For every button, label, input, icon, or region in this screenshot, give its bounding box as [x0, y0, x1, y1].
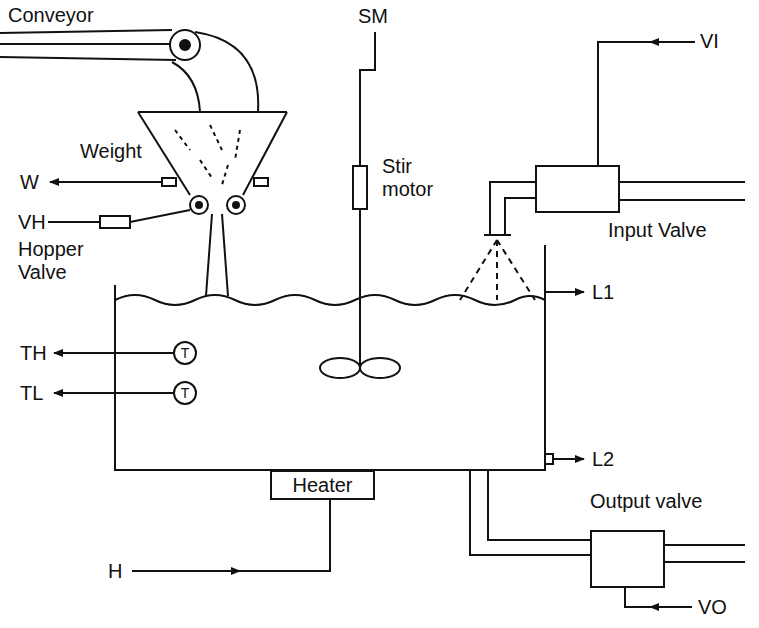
valve-actuator: [100, 216, 130, 228]
signal-label: H: [108, 560, 122, 583]
stir-motor: Stir motor: [352, 165, 368, 210]
node-label: Stir motor: [382, 155, 442, 201]
weight-sensor: [162, 178, 176, 186]
signal-line: [553, 458, 584, 460]
tank: [115, 245, 545, 470]
temp-sensor: [174, 342, 196, 364]
output-pipe: [665, 545, 745, 562]
signal-label: L2: [592, 448, 614, 471]
weight-sensor: [254, 178, 268, 186]
conveyor-roller: [170, 30, 200, 60]
signal-line: [54, 352, 174, 354]
node-label: Output valve: [590, 490, 702, 513]
signal-label: Hopper Valve: [18, 238, 93, 284]
signal-label: VO: [698, 596, 727, 619]
signal-line: [545, 291, 584, 293]
heater-box: Heater: [270, 470, 375, 500]
signal-arrow: [650, 606, 692, 608]
hopper-valve-roller: [190, 196, 208, 214]
sensor-symbol-text: T: [181, 385, 190, 401]
roller-hub: [180, 40, 190, 50]
heater-wire: [132, 500, 330, 571]
input-pipe: [620, 182, 745, 200]
signal-line: [625, 588, 692, 607]
node-label: Input Valve: [608, 219, 707, 242]
input-pipe: [484, 182, 535, 235]
hopper-valve-roller: [227, 196, 245, 214]
signal-label: SM: [358, 5, 388, 28]
signal-label: W: [20, 171, 39, 194]
conveyor-belt: [0, 30, 176, 60]
material: [175, 125, 240, 185]
input-valve: Input Valve: [535, 165, 620, 213]
signal-label: TH: [20, 342, 47, 365]
chute: [172, 32, 258, 112]
signal-label: TL: [20, 382, 43, 405]
propeller: [360, 358, 400, 378]
signal-label: VI: [700, 30, 719, 53]
signal-label: Conveyor: [8, 4, 94, 27]
falling-material: [206, 214, 228, 296]
signal-line: [598, 42, 695, 165]
node-label: Heater: [292, 474, 352, 497]
output-valve: Output valve: [590, 530, 665, 588]
signal-arrow: [650, 41, 690, 43]
spray: [460, 240, 535, 300]
signal-label: Weight: [80, 140, 142, 163]
liquid-surface: [115, 295, 545, 305]
propeller: [320, 358, 360, 378]
signal-label: VH: [18, 211, 46, 234]
signal-line: [54, 392, 174, 394]
sensor-symbol-text: T: [181, 345, 190, 361]
temp-sensor: [174, 382, 196, 404]
output-pipe: [470, 470, 590, 555]
signal-line: [50, 181, 162, 183]
signal-label: L1: [592, 281, 614, 304]
signal-arrow: [200, 570, 240, 572]
level-sensor: [545, 454, 553, 464]
